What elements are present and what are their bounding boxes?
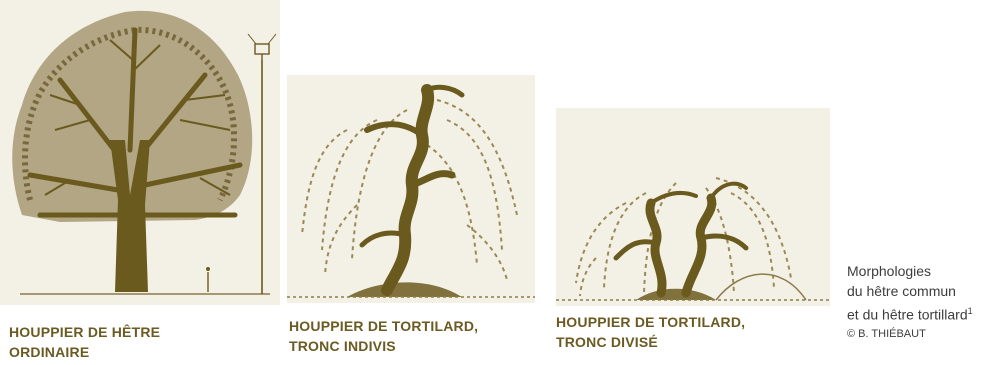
- figure-legend: Morphologies du hêtre commun et du hêtre…: [847, 261, 973, 342]
- legend-line3-text: et du hêtre tortillard: [847, 307, 968, 323]
- caption-tortillard-single-trunk-line2: TRONC INDIVIS: [289, 336, 478, 356]
- caption-tortillard-divided-trunk-line1: HOUPPIER DE TORTILARD,: [556, 312, 745, 332]
- caption-common-beech: HOUPPIER DE HÊTRE ORDINAIRE: [9, 322, 160, 362]
- caption-tortillard-divided-trunk: HOUPPIER DE TORTILARD, TRONC DIVISÉ: [556, 312, 745, 352]
- caption-common-beech-line1: HOUPPIER DE HÊTRE: [9, 322, 160, 342]
- legend-line3: et du hêtre tortillard1: [847, 301, 973, 325]
- photo-credit: © B. THIÉBAUT: [847, 326, 973, 342]
- illustration-tortillard-divided-trunk: [556, 108, 830, 306]
- legend-footnote-marker: 1: [968, 306, 973, 316]
- caption-common-beech-line2: ORDINAIRE: [9, 342, 160, 362]
- caption-tortillard-divided-trunk-line2: TRONC DIVISÉ: [556, 332, 745, 352]
- caption-tortillard-single-trunk-line1: HOUPPIER DE TORTILARD,: [289, 316, 478, 336]
- caption-tortillard-single-trunk: HOUPPIER DE TORTILARD, TRONC INDIVIS: [289, 316, 478, 356]
- legend-line1: Morphologies: [847, 261, 973, 281]
- illustration-common-beech: [0, 0, 280, 305]
- illustration-tortillard-single-trunk: [287, 75, 535, 303]
- legend-line2: du hêtre commun: [847, 281, 973, 301]
